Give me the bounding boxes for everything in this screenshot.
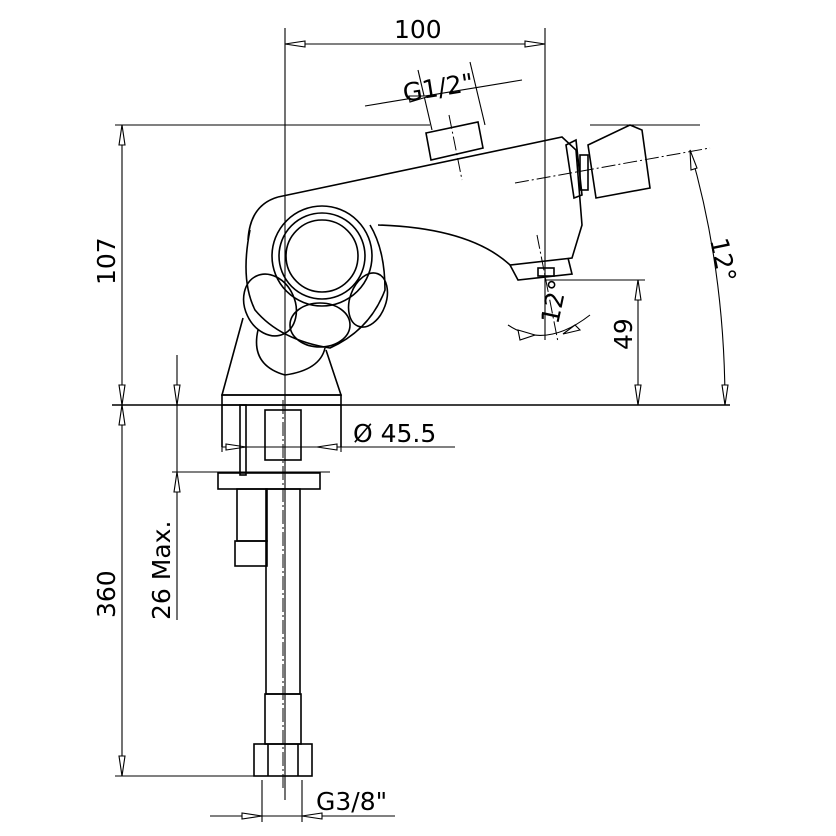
label-tilt-angle: 12° [704,235,742,284]
label-deck-thickness: 26 Max. [147,521,176,620]
dim-hose-thread [210,780,395,822]
label-hose-thread: G3/8" [316,787,387,816]
dim-spout-angle [507,234,591,343]
label-height: 107 [92,237,121,285]
label-spout-angle: 12° [536,277,574,326]
dim-width-100 [284,28,546,800]
dim-deck-26 [172,355,330,620]
label-outlet-thread: G1/2" [401,68,476,108]
dim-height-107 [115,124,430,406]
dim-spout-49 [545,279,645,406]
flexible-hose [253,400,313,790]
dim-outlet-thread [364,61,523,131]
label-width: 100 [394,15,442,44]
label-spout-height: 49 [609,318,638,350]
dim-tilt-angle [514,124,729,406]
label-base-diameter: Ø 45.5 [353,419,436,448]
dim-hose-360 [115,404,258,777]
label-hose-length: 360 [92,570,121,618]
